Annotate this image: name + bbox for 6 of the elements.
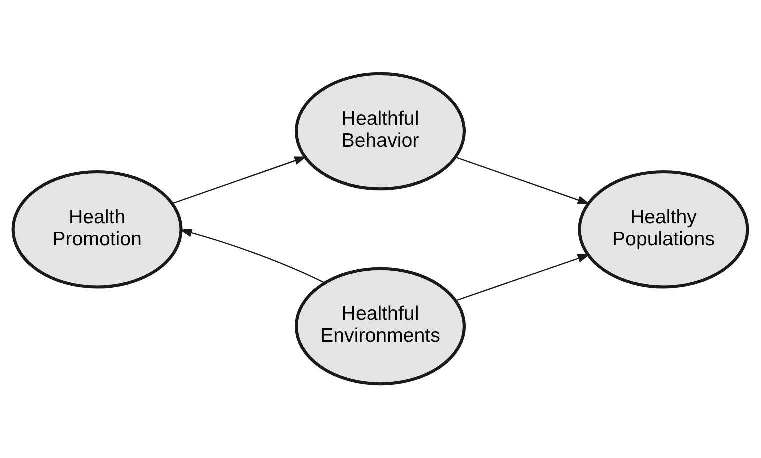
node-ellipse: Healthful Environments	[294, 267, 466, 386]
arrow	[180, 228, 326, 284]
node-ellipse: Health Promotion	[12, 170, 183, 289]
arrow	[456, 156, 590, 204]
arrow	[172, 156, 307, 204]
arrow	[456, 254, 590, 302]
